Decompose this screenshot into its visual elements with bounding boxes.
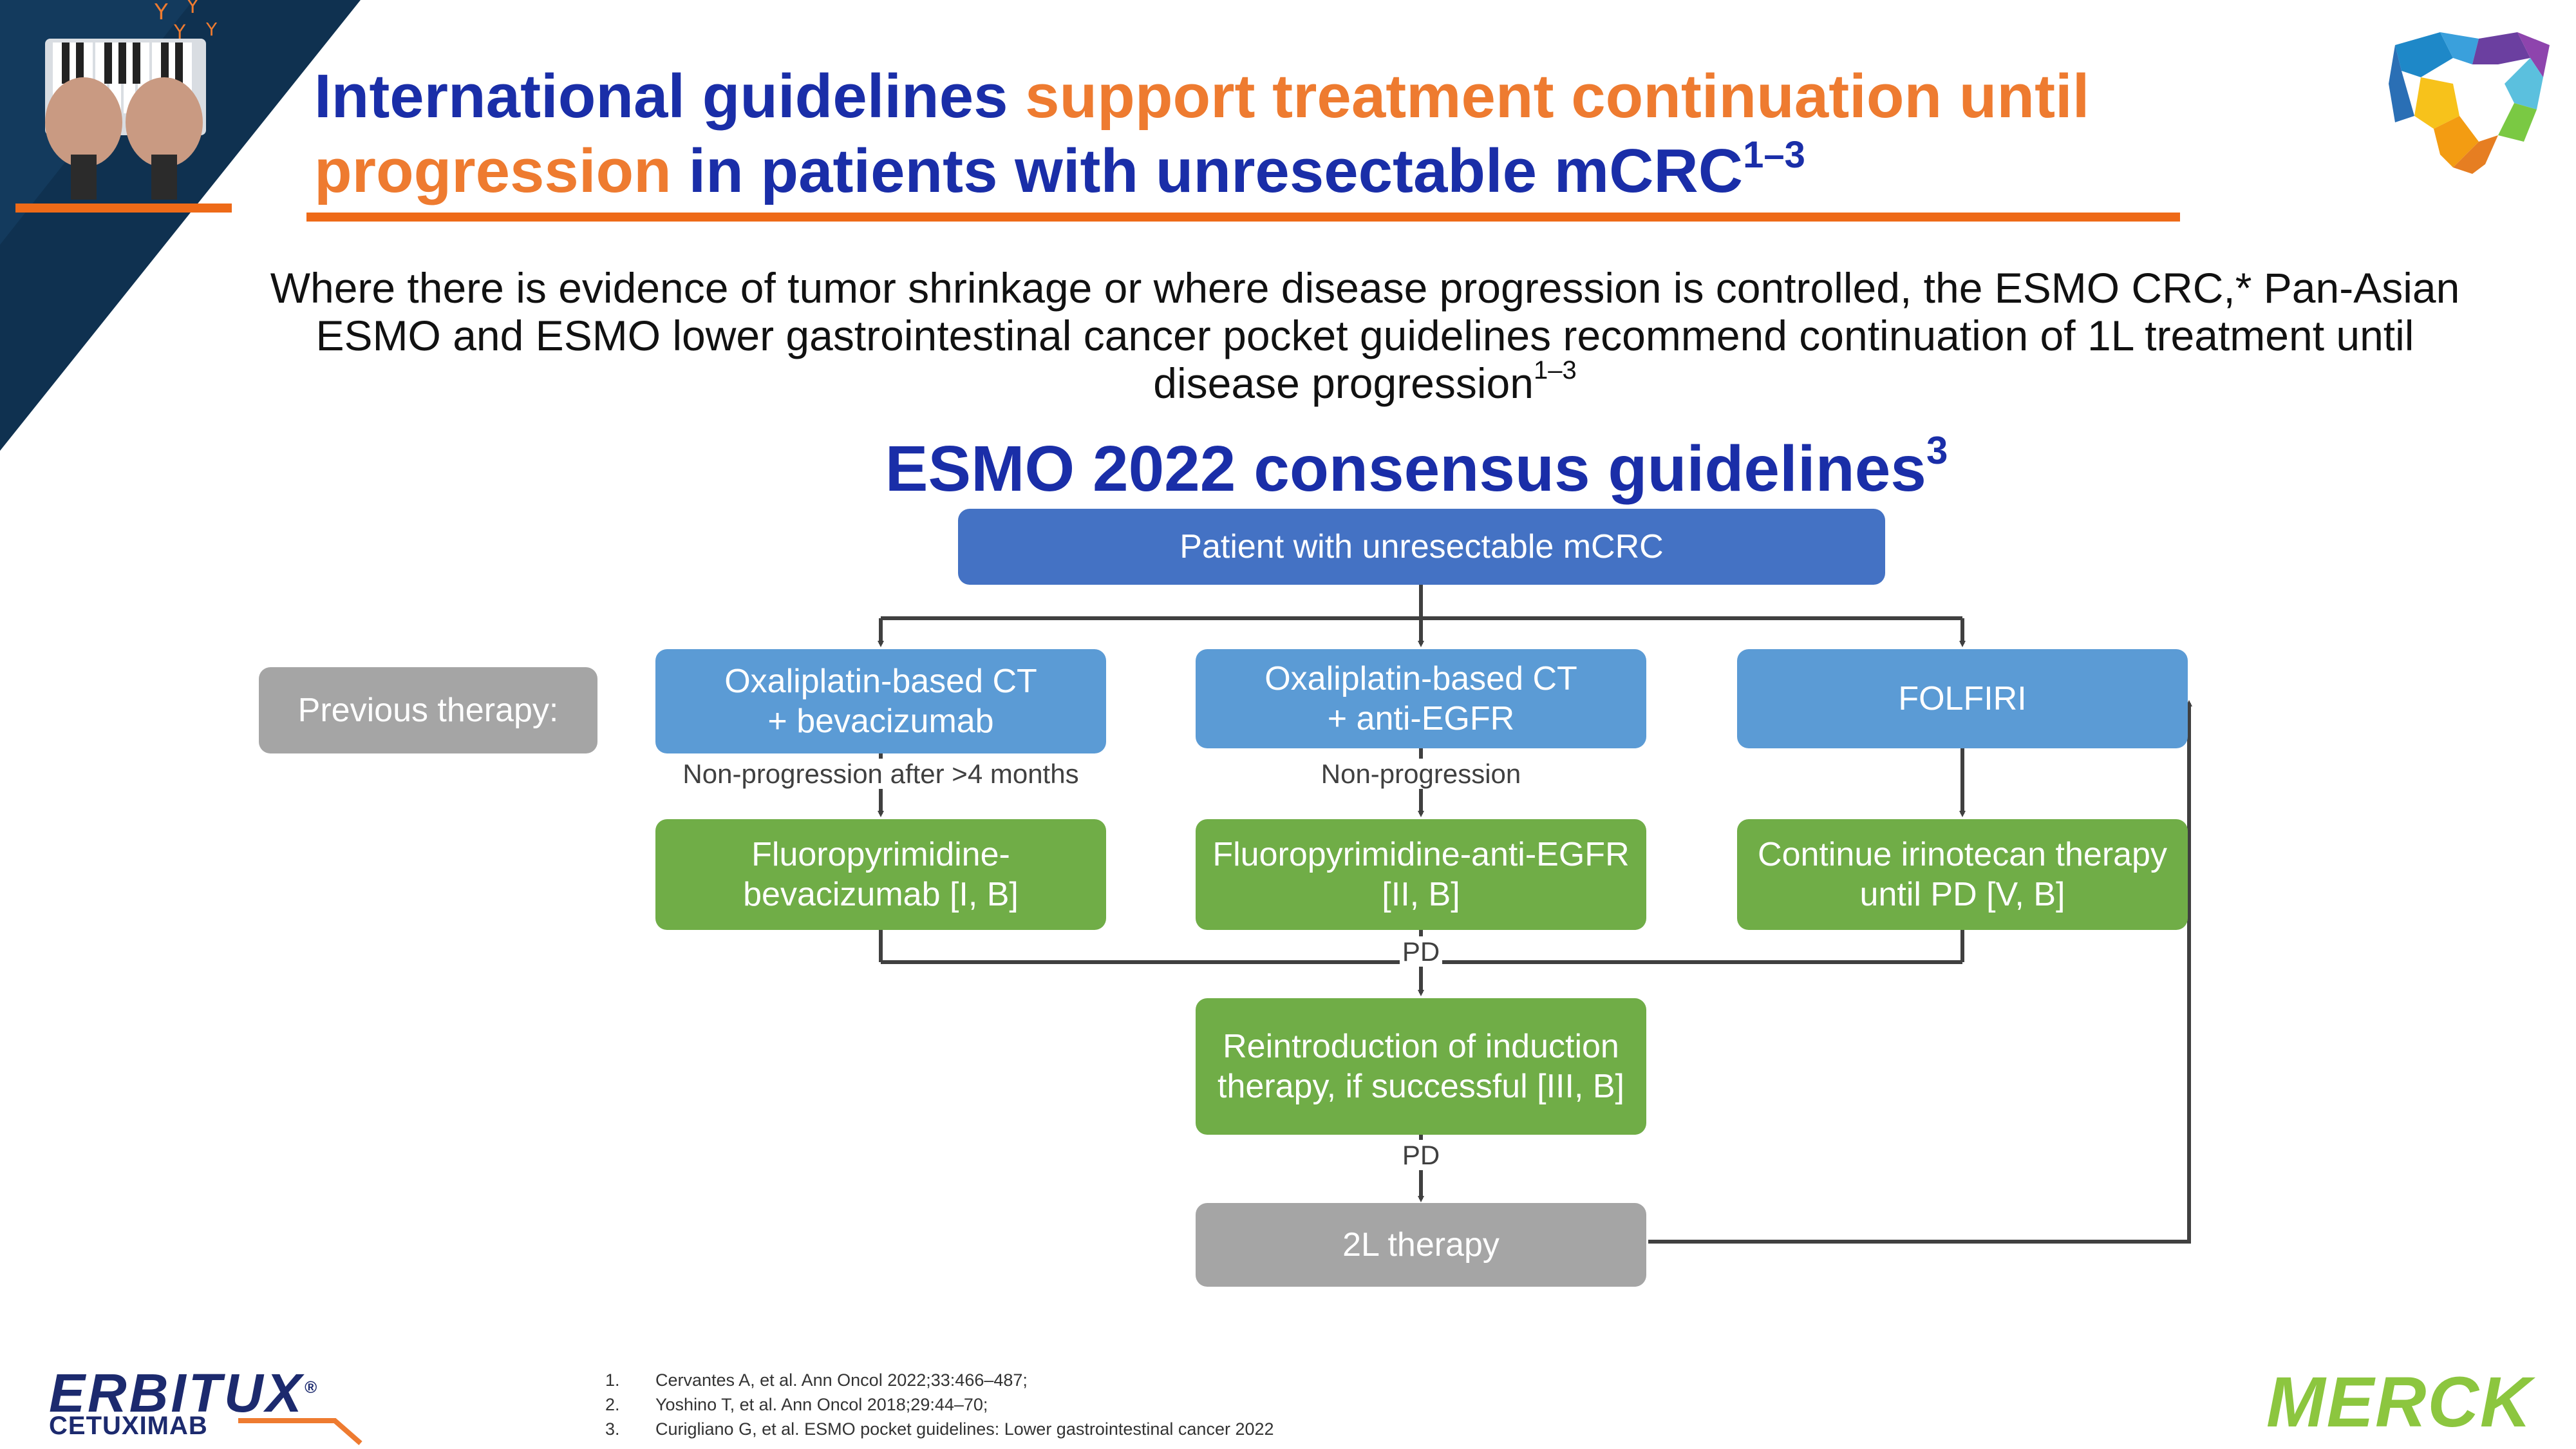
title-part-1: International guidelines [314,62,1026,131]
reintro-line1: Reintroduction of induction [1223,1028,1619,1065]
condition-col1: Non-progression after >4 months [655,759,1106,790]
rec-col3-line2: until PD [V, B] [1859,876,2065,913]
reference-1-num: 1. [605,1370,620,1390]
reference-1: 1. Cervantes A, et al. Ann Oncol 2022;33:… [605,1368,1274,1392]
reference-3-text: Curigliano G, et al. ESMO pocket guideli… [655,1419,1274,1439]
intro-line-1: Where there is evidence of tumor shrinka… [270,264,2460,312]
erbitux-logo: ERBITUX® CETUXIMAB [45,1359,362,1446]
antibody-icons: Y Y Y Y [154,0,218,44]
pd-label-2-text: PD [1399,1140,1443,1170]
therapy-col2-line2: + anti-EGFR [1327,700,1515,737]
therapy-box-col3: FOLFIRI [1737,649,2188,748]
section-heading: ESMO 2022 consensus guidelines3 [644,430,2189,507]
patient-box-label: Patient with unresectable mCRC [1180,528,1664,565]
left-orange-rule [15,204,232,213]
reference-3: 3. Curigliano G, et al. ESMO pocket guide… [605,1417,1274,1441]
therapy-col1-line1: Oxaliplatin-based CT [724,663,1037,700]
colon-logo-icon [2389,32,2550,174]
cetuximab-text: CETUXIMAB [49,1412,208,1440]
therapy-box-col2: Oxaliplatin-based CT+ anti-EGFR [1196,649,1646,748]
reference-2: 2. Yoshino T, et al. Ann Oncol 2018;29:44… [605,1392,1274,1417]
svg-text:Y: Y [205,19,218,40]
page-title: International guidelines support treatme… [314,59,2246,209]
intro-superscript: 1–3 [1533,356,1577,384]
references: 1. Cervantes A, et al. Ann Oncol 2022;33:… [605,1368,1274,1441]
pd-label-1-text: PD [1399,936,1443,967]
recommendation-box-col2: Fluoropyrimidine-anti-EGFR[II, B] [1196,819,1646,930]
corner-banner: Y Y Y Y [0,0,361,451]
title-part-3: progression [314,137,672,205]
reintro-line2: therapy, if successful [III, B] [1217,1068,1624,1105]
erbitux-wordmark-text: ERBITUX [49,1363,305,1423]
rec-col1-line2: bevacizumab [I, B] [743,876,1019,913]
merck-wordmark: MERCK [2266,1363,2533,1442]
erbitux-wordmark: ERBITUX® [49,1359,319,1421]
rec-col1-line1: Fluoropyrimidine- [751,836,1010,873]
therapy-box-col1: Oxaliplatin-based CT+ bevacizumab [655,649,1106,753]
second-line-label: 2L therapy [1342,1226,1500,1264]
recommendation-box-col1: Fluoropyrimidine-bevacizumab [I, B] [655,819,1106,930]
intro-line-3: disease progression [1153,359,1534,407]
previous-therapy-label: Previous therapy: [297,692,559,729]
section-heading-text: ESMO 2022 consensus guidelines [885,433,1926,505]
therapy-col3-label: FOLFIRI [1898,680,2027,717]
intro-paragraph: Where there is evidence of tumor shrinka… [193,264,2537,407]
piano-hands-image [45,39,206,200]
rec-col2-line1: Fluoropyrimidine-anti-EGFR [1212,836,1630,873]
second-line-box: 2L therapy [1196,1203,1646,1287]
erbitux-registered: ® [304,1378,319,1397]
pd-label-2: PD [1357,1140,1485,1171]
therapy-col1-line2: + bevacizumab [767,703,994,740]
patient-box: Patient with unresectable mCRC [958,509,1885,585]
reference-2-text: Yoshino T, et al. Ann Oncol 2018;29:44–7… [655,1395,988,1414]
title-part-4: in patients with unresectable mCRC [671,137,1744,205]
previous-therapy-label-box: Previous therapy: [259,667,597,753]
svg-text:Y: Y [173,21,186,44]
svg-text:Y: Y [186,0,199,18]
condition-col2: Non-progression [1196,759,1646,790]
reference-1-text: Cervantes A, et al. Ann Oncol 2022;33:46… [655,1370,1028,1390]
title-orange-rule [306,213,2180,222]
arrow-2l-loop [1648,700,2192,1244]
reference-3-num: 3. [605,1419,620,1439]
pd-label-1: PD [1357,936,1485,967]
erbitux-swoosh-icon [238,1418,362,1446]
condition-col2-text: Non-progression [1318,759,1524,789]
section-heading-superscript: 3 [1926,429,1948,472]
rec-col3-line1: Continue irinotecan therapy [1758,836,2167,873]
condition-col1-text: Non-progression after >4 months [680,759,1082,789]
intro-line-2: ESMO and ESMO lower gastrointestinal can… [315,312,2414,359]
reference-2-num: 2. [605,1395,620,1414]
merck-logo: MERCK [2266,1364,2532,1441]
title-part-2: support treatment continuation until [1025,62,2090,131]
svg-text:Y: Y [154,0,168,25]
rec-col2-line2: [II, B] [1382,876,1460,913]
title-superscript: 1–3 [1743,134,1805,176]
therapy-col2-line1: Oxaliplatin-based CT [1264,660,1577,697]
